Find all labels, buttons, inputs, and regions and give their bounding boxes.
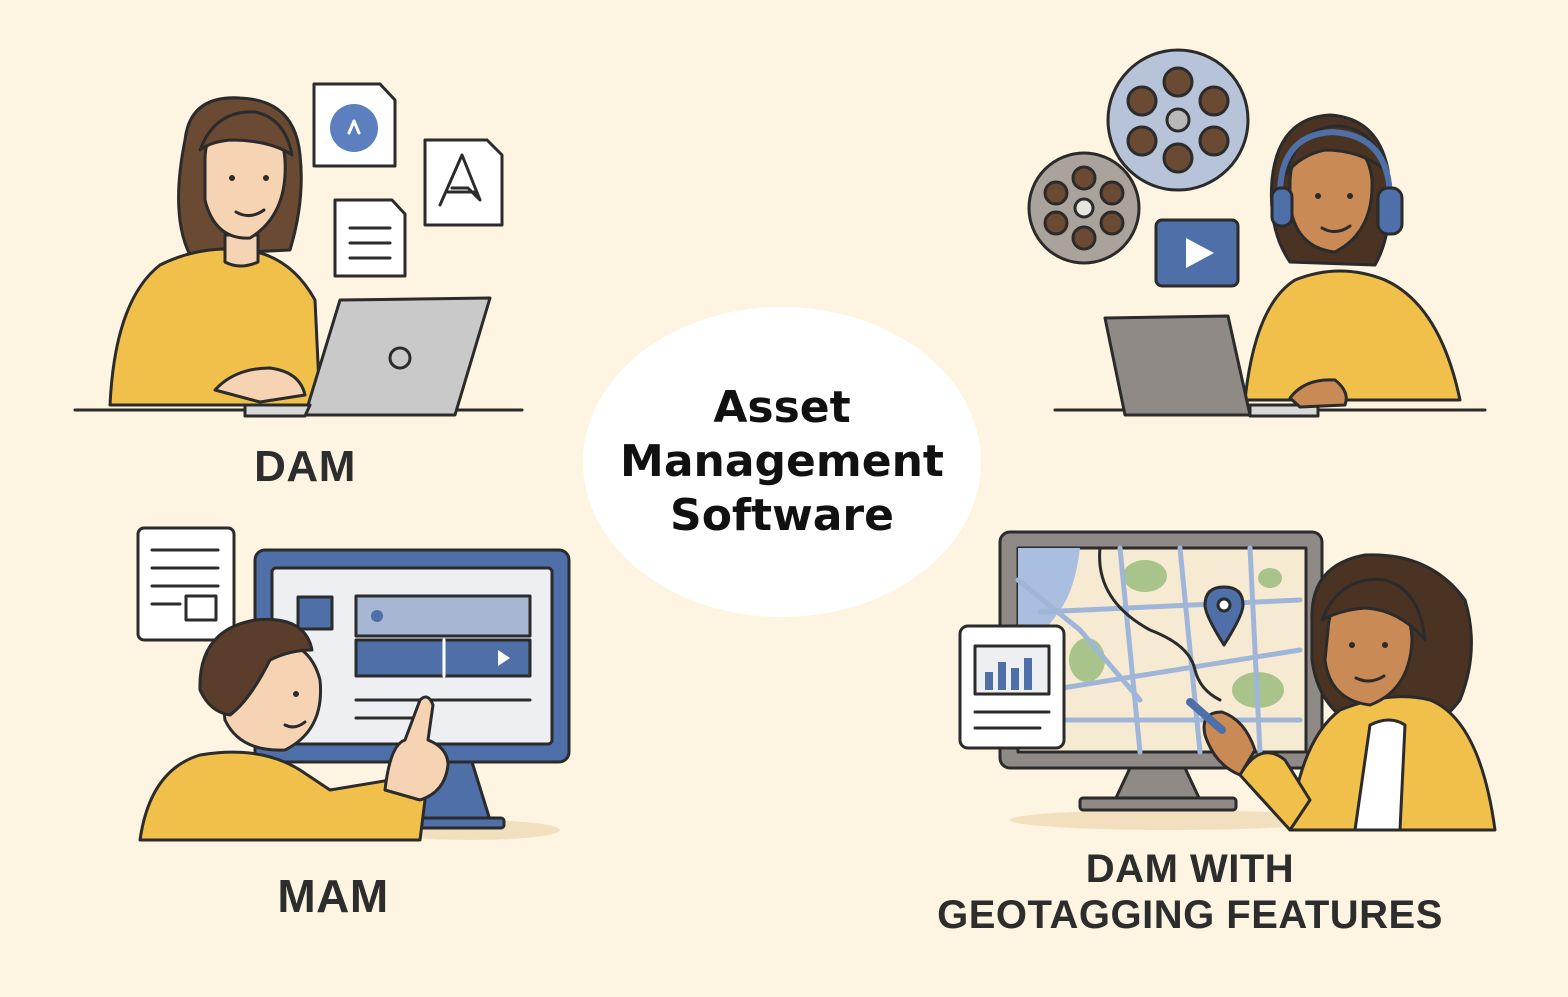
woman-face xyxy=(203,116,287,240)
dam-label: DAM xyxy=(254,442,356,491)
map-icon xyxy=(1015,545,1308,755)
report-chart-icon xyxy=(958,624,1066,750)
film-reel-icon xyxy=(1106,48,1250,192)
monitor-icon xyxy=(998,530,1324,812)
document-icon xyxy=(136,526,236,642)
location-pin-icon xyxy=(1203,585,1245,647)
yellow-sweater xyxy=(108,247,322,407)
center-title-line-1: Asset xyxy=(713,382,851,434)
dam-scene xyxy=(73,82,524,418)
geotagging-label-line-1: DAM WITH xyxy=(1085,847,1295,891)
play-video-icon xyxy=(1154,218,1240,288)
font-file-icon xyxy=(423,138,504,227)
text-document-icon xyxy=(333,198,407,278)
monitor-icon xyxy=(253,548,571,830)
headphones-icon xyxy=(1276,129,1393,203)
center-title-line-3: Software xyxy=(670,489,894,541)
woman-hair xyxy=(177,96,303,257)
mam-label: MAM xyxy=(277,870,389,922)
laptop-icon xyxy=(1103,314,1252,417)
upload-file-icon xyxy=(312,82,397,168)
film-reel-icon xyxy=(1027,151,1141,265)
center-title-bubble: Asset Management Software xyxy=(583,307,981,617)
center-title-line-2: Management xyxy=(620,436,944,488)
geotagging-label-line-2: GEOTAGGING FEATURES xyxy=(937,893,1443,937)
video-timeline-icon xyxy=(354,594,532,678)
laptop-icon xyxy=(303,296,492,417)
